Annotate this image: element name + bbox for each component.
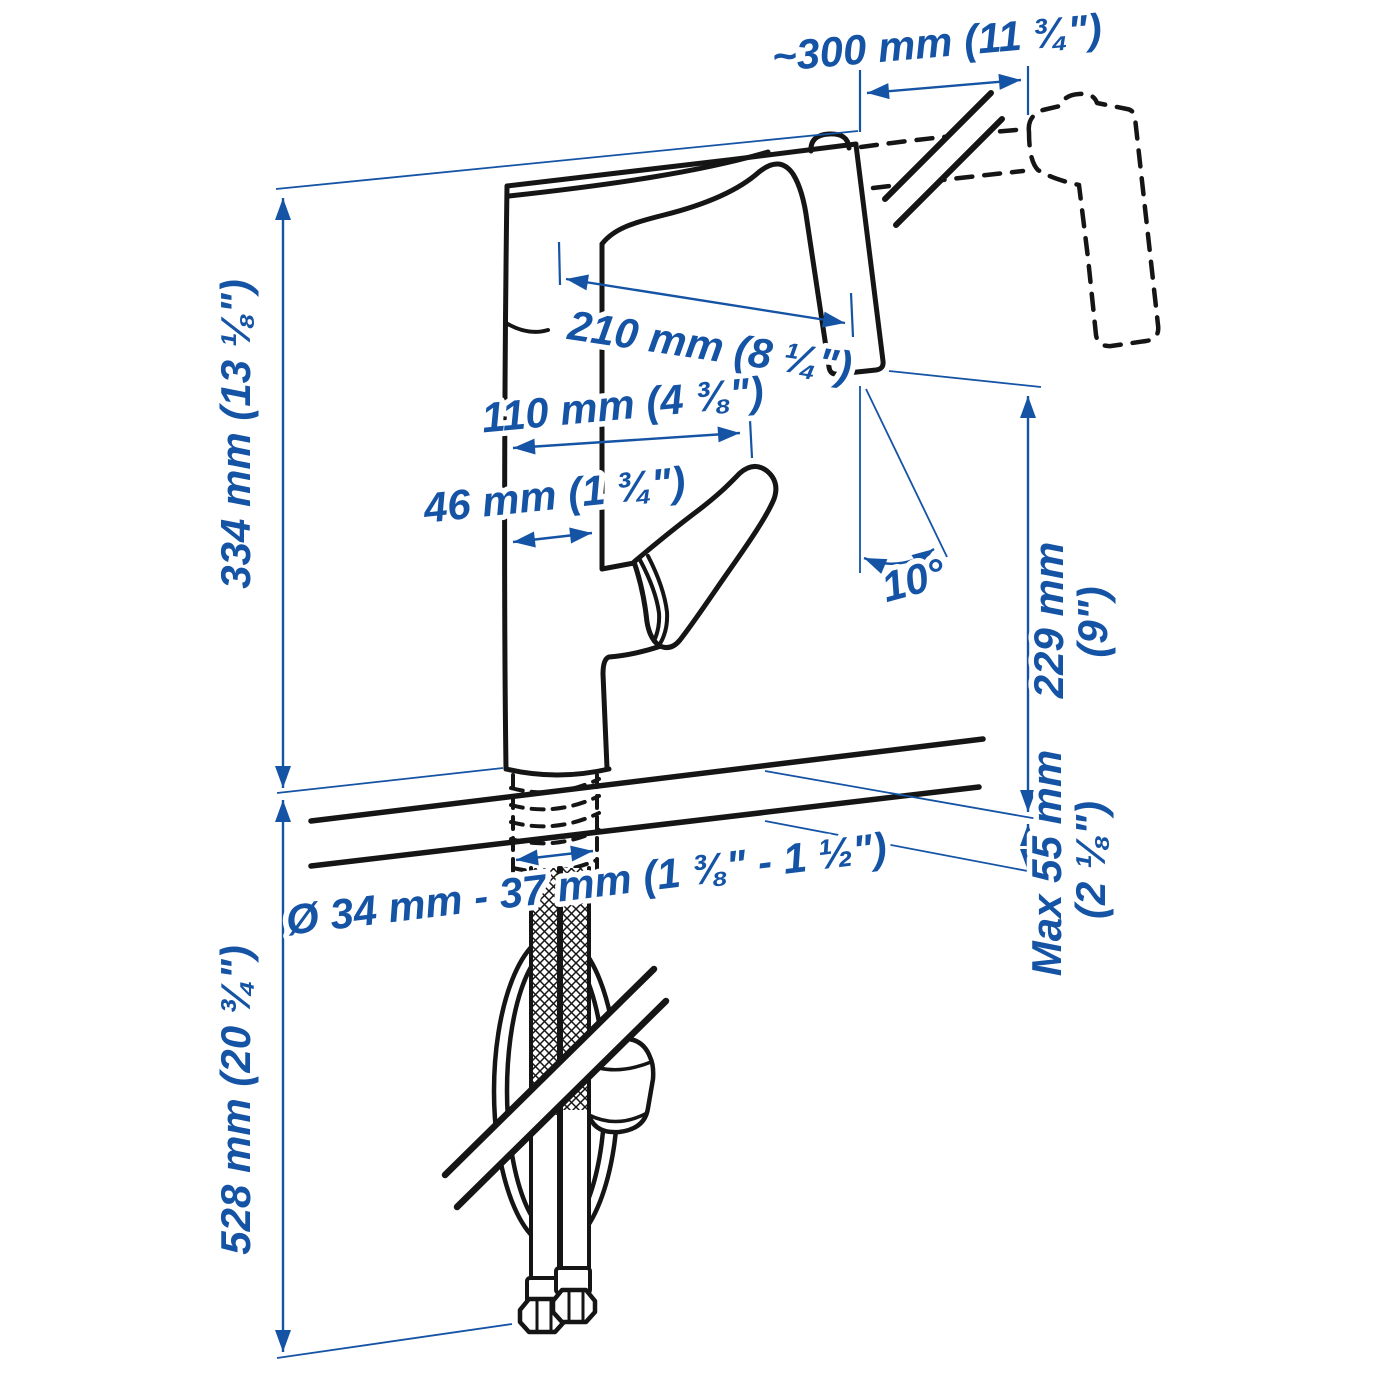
pullout-hose-upper <box>858 126 1031 150</box>
dimension-spout-depth: 110 mm (4 ⅜") <box>474 362 771 459</box>
handle-upper-step <box>599 560 637 572</box>
spout-outer-edge <box>826 142 886 377</box>
dimension-body-width: 46 mm (1 ¾") <box>415 452 693 548</box>
faucet-column-left-edge <box>502 183 510 772</box>
label-pullout-reach: ~300 mm (11 ¾") <box>770 5 1104 81</box>
label-spout-height-value: 229 mm <box>1025 542 1072 699</box>
dimension-deck-thickness: Max 55 mm (2 ⅛") <box>764 744 1120 982</box>
label-body-width: 46 mm (1 ¾") <box>420 457 687 531</box>
faucet-swivel-seam <box>504 321 550 334</box>
handle-lower-step <box>600 643 664 771</box>
pullout-head-outline <box>1026 91 1161 349</box>
pullout-break-lines <box>882 90 1005 228</box>
label-swivel-angle: 10° <box>876 549 951 611</box>
supply-hoses <box>441 866 670 1335</box>
countertop-top-edge <box>308 736 986 824</box>
faucet-body <box>502 131 886 778</box>
label-hose-length: 528 mm (20 ¾") <box>212 945 259 1254</box>
label-spout-height-inches: (9") <box>1069 586 1116 657</box>
label-total-height: 334 mm (13 ⅛") <box>212 279 259 588</box>
faucet-cap-inner <box>506 149 771 199</box>
handle-pivot-arc-outer <box>646 554 670 644</box>
dimension-pullout-reach: ~300 mm (11 ¾") <box>764 0 1109 132</box>
label-spout-depth: 110 mm (4 ⅜") <box>480 368 766 442</box>
countertop-bottom-edge <box>308 784 982 869</box>
dimension-hose-length: 528 mm (20 ¾") <box>207 800 513 1359</box>
hose-hex-nuts <box>517 1287 598 1335</box>
label-deck-thickness-inches: (2 ⅛") <box>1067 801 1114 919</box>
spout-underside <box>599 161 832 370</box>
pullout-sprayer-dashed <box>858 91 1161 349</box>
dimension-swivel-angle: 10° <box>859 386 957 616</box>
faucet-base <box>503 766 612 778</box>
hose-break-lines <box>441 965 670 1211</box>
dimension-total-height: 334 mm (13 ⅛") <box>207 130 859 794</box>
countertop <box>308 736 986 869</box>
faucet-cap-top <box>504 141 859 189</box>
dimension-spout-height: 229 mm (9") <box>888 370 1122 812</box>
handle-pivot-arc-inner <box>638 558 662 643</box>
label-deck-thickness-value: Max 55 mm <box>1023 750 1070 976</box>
